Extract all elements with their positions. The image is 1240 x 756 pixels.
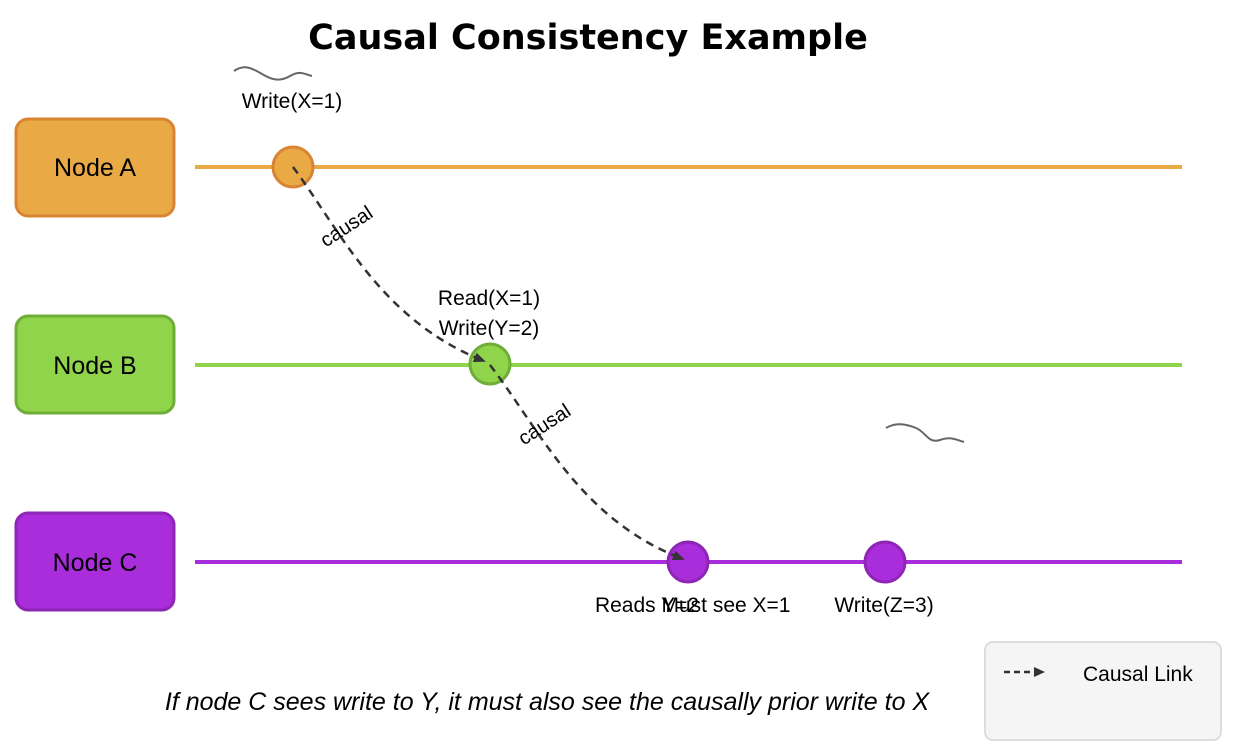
legend-arrow-icon xyxy=(1034,667,1045,677)
node-c-box: Node C xyxy=(14,511,176,612)
node-c-label: Node C xyxy=(53,549,138,577)
legend-label: Causal Link xyxy=(1083,663,1193,686)
node-a-label: Node A xyxy=(54,154,136,182)
label-read-x: Read(X=1) xyxy=(438,287,540,310)
label-reads-y: Reads Y=2 xyxy=(595,594,699,617)
causal-label-2: causal xyxy=(514,400,574,450)
node-b-box: Node B xyxy=(14,314,176,415)
label-must-see-x: Must see X=1 xyxy=(662,594,791,617)
label-write-x: Write(X=1) xyxy=(242,90,343,113)
squiggle-decoration xyxy=(885,423,965,443)
event-c-write-z xyxy=(863,540,907,584)
diagram-title: Causal Consistency Example xyxy=(308,18,868,58)
caption: If node C sees write to Y, it must also … xyxy=(165,688,931,716)
causal-link-b-to-c xyxy=(489,364,685,561)
node-b-label: Node B xyxy=(53,352,136,380)
label-write-y: Write(Y=2) xyxy=(439,317,540,340)
event-b-read-write xyxy=(468,342,512,386)
label-write-z: Write(Z=3) xyxy=(834,594,933,617)
node-a-box: Node A xyxy=(14,117,176,218)
squiggle-decoration xyxy=(233,66,313,81)
legend: Causal Link xyxy=(984,641,1222,741)
causal-label-1: causal xyxy=(316,202,376,252)
causal-link-a-to-b xyxy=(291,166,486,363)
event-c-reads-y xyxy=(666,540,710,584)
